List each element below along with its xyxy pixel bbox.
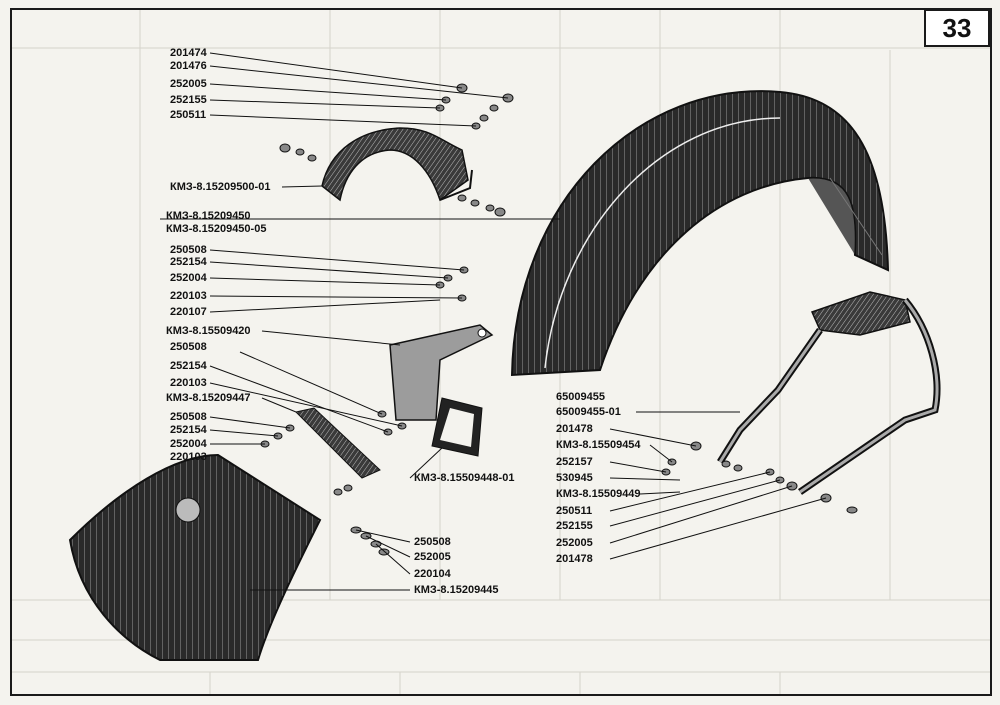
- part-label: 65009455-01: [556, 406, 621, 418]
- part-label: 220103: [170, 290, 207, 302]
- lamp-bracket: [389, 324, 494, 421]
- part-label: 252005: [170, 78, 207, 90]
- part-label: 250508: [170, 244, 207, 256]
- part-label: КМЗ-8.15509454: [556, 439, 641, 451]
- part-label: 252004: [170, 272, 207, 284]
- part-label: 250508: [170, 341, 207, 353]
- top-bracket: [321, 127, 473, 202]
- rear-side-bracket: [717, 291, 941, 495]
- part-label: КМЗ-8.15209450: [166, 210, 251, 222]
- part-label: 250508: [414, 536, 451, 548]
- part-label: 250508: [170, 411, 207, 423]
- plate-strip: [295, 407, 381, 479]
- part-label: 252154: [170, 424, 207, 436]
- part-label: 65009455: [556, 391, 605, 403]
- part-label: 220104: [414, 568, 451, 580]
- part-label: 530945: [556, 472, 593, 484]
- part-label: 252154: [170, 256, 207, 268]
- lamp-gasket: [431, 397, 483, 457]
- page-frame: [10, 8, 992, 696]
- part-label: 252004: [170, 438, 207, 450]
- part-label: КМЗ-8.15509420: [166, 325, 251, 337]
- part-label: 250511: [556, 505, 593, 517]
- part-label: 201478: [556, 553, 593, 565]
- part-label: 252157: [556, 456, 593, 468]
- part-label: 252005: [414, 551, 451, 563]
- part-label: КМЗ-8.15209450-05: [166, 223, 267, 235]
- part-label: 201476: [170, 60, 207, 72]
- page-number: 33: [924, 9, 990, 47]
- part-label: КМЗ-8.15509449: [556, 488, 641, 500]
- leader-lines: [160, 52, 827, 591]
- part-label: КМЗ-8.15209447: [166, 392, 251, 404]
- part-label: 201478: [556, 423, 593, 435]
- part-label: КМЗ-8.15209500-01: [170, 181, 271, 193]
- part-label: 220103: [170, 377, 207, 389]
- rear-fender: [510, 90, 890, 377]
- part-label: 252005: [556, 537, 593, 549]
- part-label: 252155: [556, 520, 593, 532]
- part-label: КМЗ-8.15509448-01: [414, 472, 515, 484]
- part-label: 252155: [170, 94, 207, 106]
- part-label: 252154: [170, 360, 207, 372]
- part-label: 220103: [170, 451, 207, 463]
- part-label: 250511: [170, 109, 207, 121]
- mud-flap: [68, 453, 322, 661]
- part-label: КМЗ-8.15209445: [414, 584, 499, 596]
- part-label: 201474: [170, 47, 207, 59]
- part-label: 220107: [170, 306, 207, 318]
